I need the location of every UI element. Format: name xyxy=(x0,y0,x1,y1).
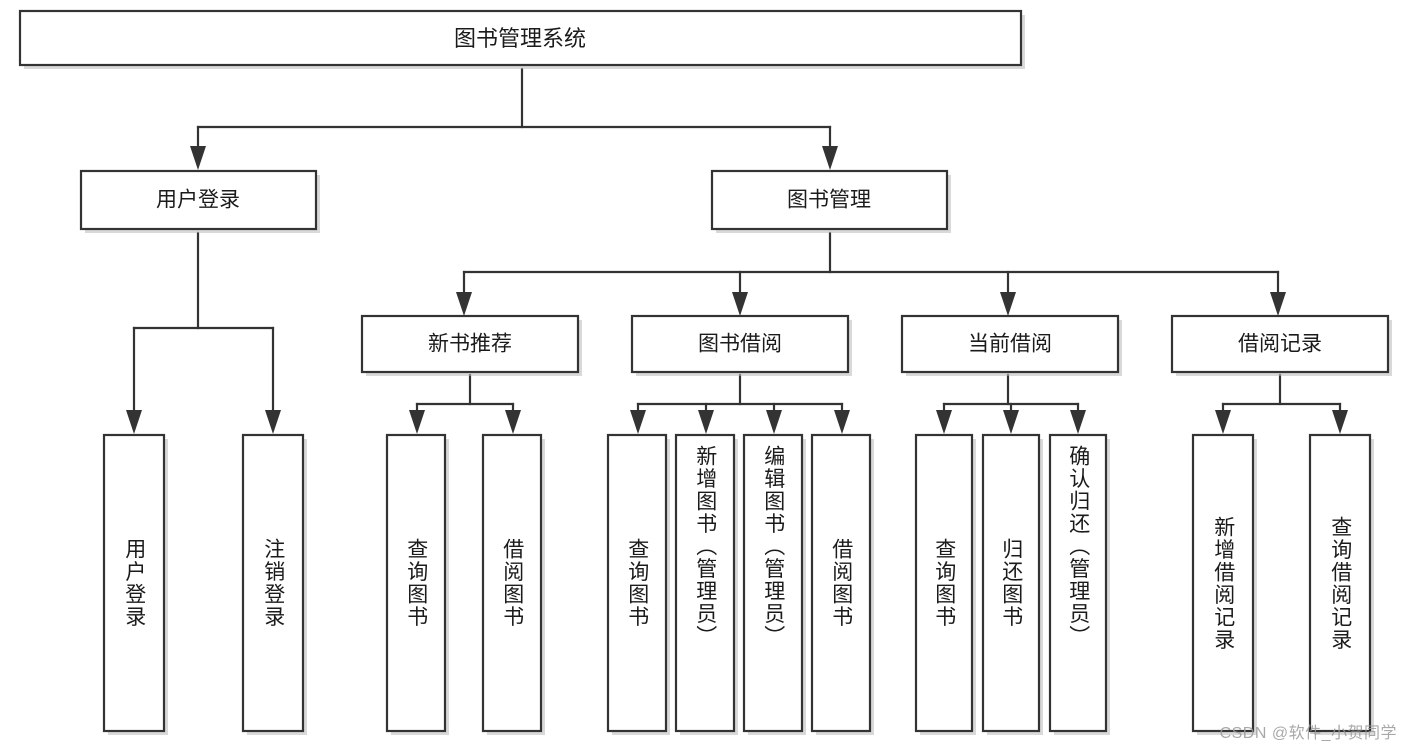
node-user-login-label: 用户登录 xyxy=(156,189,240,212)
connector-layer xyxy=(126,67,1348,434)
arrow-to-leaf-add-book-admin xyxy=(698,410,714,434)
node-leaf-query-borrow-record[interactable] xyxy=(1308,433,1372,733)
node-leaf-query-book-1[interactable] xyxy=(385,433,447,733)
arrow-to-leaf-query-book-1 xyxy=(409,410,425,434)
arrow-to-leaf-borrow-book-1 xyxy=(505,410,521,434)
node-current-borrow[interactable] xyxy=(900,314,1120,374)
node-book-borrow[interactable] xyxy=(630,314,850,374)
arrow-to-leaf-query-book-2 xyxy=(630,410,646,434)
arrow-to-leaf-edit-book-admin xyxy=(766,410,782,434)
arrow-to-leaf-query-borrow-record xyxy=(1332,410,1348,434)
arrow-to-new-book-recommend xyxy=(456,292,472,316)
arrow-to-leaf-borrow-book-2 xyxy=(834,410,850,434)
node-book-manage[interactable] xyxy=(710,169,949,231)
node-layer: 图书管理系统 用户登录 图书管理 新书推荐 图书借阅 当前借阅 借阅记录 xyxy=(18,9,1392,735)
node-leaf-borrow-book-2[interactable] xyxy=(810,433,872,733)
arrow-to-book-borrow xyxy=(732,292,748,316)
node-user-login[interactable] xyxy=(79,169,318,231)
node-root-label: 图书管理系统 xyxy=(454,26,586,51)
node-leaf-logout-login[interactable] xyxy=(241,433,305,733)
arrow-to-leaf-user-login xyxy=(126,410,142,434)
node-leaf-add-borrow-record[interactable] xyxy=(1191,433,1255,733)
arrow-to-leaf-return-book xyxy=(1003,410,1019,434)
arrow-root-to-user-login xyxy=(190,146,206,170)
arrow-to-current-borrow xyxy=(1000,292,1016,316)
node-leaf-return-book[interactable] xyxy=(981,433,1041,733)
node-borrow-record-label: 借阅记录 xyxy=(1238,333,1322,356)
arrow-to-leaf-confirm-return-admin xyxy=(1070,410,1086,434)
node-current-borrow-label: 当前借阅 xyxy=(968,333,1052,356)
node-leaf-query-book-3[interactable] xyxy=(914,433,974,733)
node-leaf-confirm-return-admin[interactable] xyxy=(1048,433,1108,733)
arrow-root-to-book-manage xyxy=(822,146,838,170)
node-new-book-recommend-label: 新书推荐 xyxy=(428,333,512,356)
node-leaf-borrow-book-1[interactable] xyxy=(481,433,543,733)
node-leaf-query-book-2[interactable] xyxy=(606,433,668,733)
node-book-borrow-label: 图书借阅 xyxy=(698,333,782,356)
arrow-to-leaf-logout-login xyxy=(265,410,281,434)
node-leaf-add-book-admin[interactable] xyxy=(674,433,736,733)
arrow-to-leaf-query-book-3 xyxy=(936,410,952,434)
node-borrow-record[interactable] xyxy=(1170,314,1390,374)
node-leaf-user-login[interactable] xyxy=(102,433,166,733)
arrow-to-borrow-record xyxy=(1270,292,1286,316)
node-new-book-recommend[interactable] xyxy=(360,314,580,374)
node-root[interactable] xyxy=(18,9,1023,67)
arrow-to-leaf-add-borrow-record xyxy=(1215,410,1231,434)
node-leaf-edit-book-admin[interactable] xyxy=(742,433,804,733)
node-book-manage-label: 图书管理 xyxy=(787,189,871,212)
